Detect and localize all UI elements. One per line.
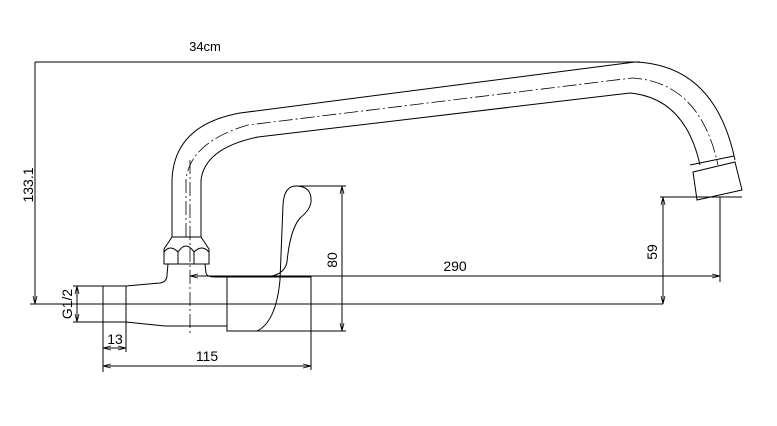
thread-label: G1/2 — [59, 289, 75, 320]
aerator-ring — [689, 155, 735, 166]
hex-nut-facets — [163, 245, 210, 253]
handle-height-label: 80 — [324, 252, 340, 268]
hex-nut — [163, 236, 210, 265]
lever-handle — [256, 185, 312, 332]
reach-label: 290 — [443, 258, 467, 274]
body-upper-outline — [125, 263, 169, 287]
thread-fitting — [102, 285, 127, 323]
thread-length-label: 13 — [107, 331, 123, 347]
spout-inner — [200, 92, 701, 237]
spout-centerline — [185, 77, 719, 237]
body-lower-outline — [125, 321, 227, 327]
overall-width-label: 34cm — [189, 39, 221, 54]
total-height-label: 133.1 — [20, 167, 36, 202]
spout-outer — [171, 61, 736, 237]
clearance-label: 59 — [644, 244, 660, 260]
body-right-neck — [204, 263, 227, 278]
aerator — [692, 161, 743, 201]
body-length-label: 115 — [196, 348, 219, 364]
